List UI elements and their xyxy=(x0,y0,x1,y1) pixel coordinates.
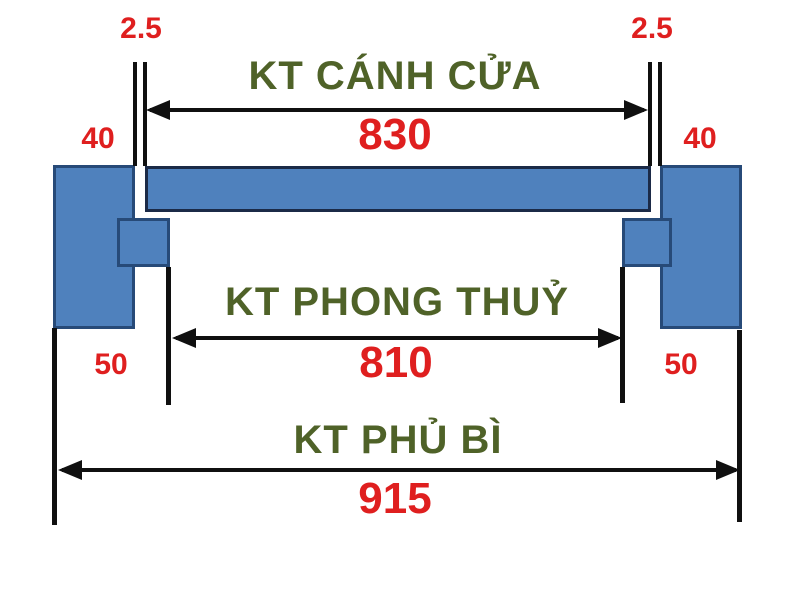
dimension-line-830 xyxy=(150,108,644,112)
extension-line-915-left xyxy=(52,328,57,525)
gap-extension-line-right-jamb xyxy=(658,62,662,166)
door-leaf-dimension-label: KT CÁNH CỬA xyxy=(248,54,542,98)
right-door-stop-block xyxy=(622,218,672,267)
feng-shui-dimension-value: 810 xyxy=(359,338,433,387)
extension-line-810-right xyxy=(620,267,625,403)
dimension-line-810 xyxy=(176,336,618,340)
dimension-line-915 xyxy=(62,468,736,472)
jamb-width-top-left: 40 xyxy=(81,122,115,155)
jamb-width-top-right: 40 xyxy=(683,122,717,155)
right-frame-jamb xyxy=(660,165,742,329)
gap-value-top-right: 2.5 xyxy=(631,12,673,45)
gap-extension-line-left-jamb xyxy=(133,62,137,166)
gap-extension-line-left-leaf xyxy=(143,62,147,166)
overall-dimension-value: 915 xyxy=(358,474,432,523)
door-leaf-panel xyxy=(145,166,651,212)
gap-extension-line-right-leaf xyxy=(648,62,652,166)
gap-value-top-left: 2.5 xyxy=(120,12,162,45)
arrowhead-810-right xyxy=(598,328,622,348)
overall-dimension-label: KT PHỦ BÌ xyxy=(293,418,503,462)
jamb-width-bottom-right: 50 xyxy=(664,348,698,381)
feng-shui-dimension-label: KT PHONG THUỶ xyxy=(224,280,570,324)
jamb-width-bottom-left: 50 xyxy=(94,348,128,381)
arrowhead-810-left xyxy=(172,328,196,348)
arrowhead-915-left xyxy=(58,460,82,480)
extension-line-810-left xyxy=(166,267,171,405)
arrowhead-830-right xyxy=(624,100,648,120)
arrowhead-830-left xyxy=(146,100,170,120)
extension-line-915-right xyxy=(737,330,742,522)
arrowhead-915-right xyxy=(716,460,740,480)
left-door-stop-block xyxy=(117,218,170,267)
door-leaf-dimension-value: 830 xyxy=(358,110,432,159)
